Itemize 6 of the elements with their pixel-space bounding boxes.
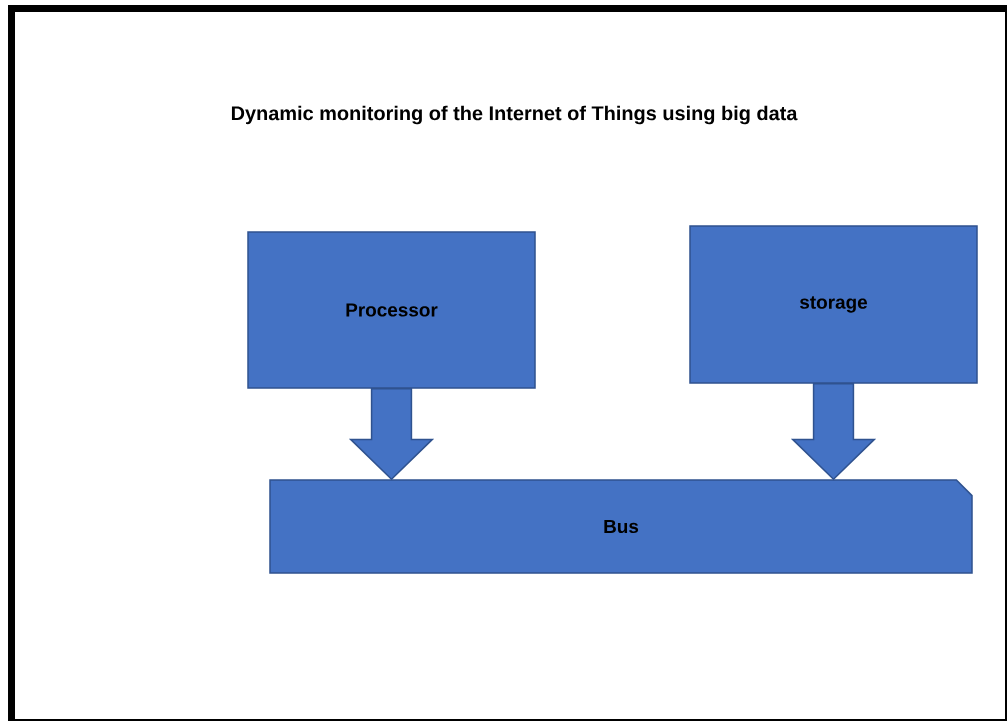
process-box: storage [689, 225, 978, 384]
block-arrow [790, 383, 877, 481]
title: Dynamic monitoring of the Internet of Things using big data [231, 105, 798, 125]
bus-bar: Bus [269, 479, 973, 574]
block-arrow [348, 388, 435, 481]
process-box: Processor [247, 231, 536, 389]
